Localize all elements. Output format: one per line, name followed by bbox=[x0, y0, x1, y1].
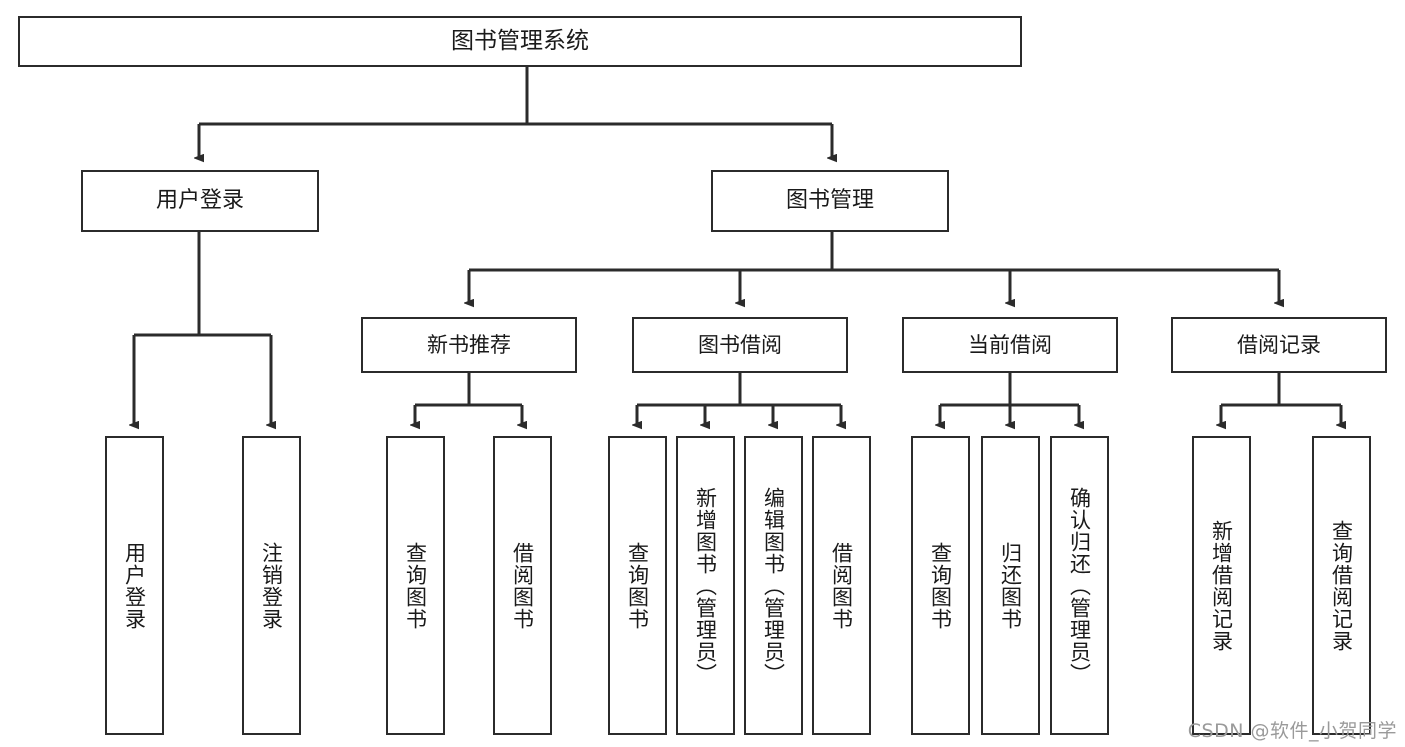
node-leaf-query-record[interactable]: 查询借阅记录 bbox=[1312, 436, 1371, 735]
node-user-login[interactable]: 用户登录 bbox=[81, 170, 319, 232]
node-leaf-user-login-label: 用户登录 bbox=[122, 541, 147, 630]
node-leaf-query-book-3[interactable]: 查询图书 bbox=[911, 436, 970, 735]
node-leaf-edit-book[interactable]: 编辑图书（管理员） bbox=[744, 436, 803, 735]
node-new-book-recommend[interactable]: 新书推荐 bbox=[361, 317, 577, 373]
node-leaf-add-book[interactable]: 新增图书（管理员） bbox=[676, 436, 735, 735]
node-user-login-label: 用户登录 bbox=[155, 188, 244, 214]
node-root-label: 图书管理系统 bbox=[451, 27, 589, 54]
node-leaf-return-book[interactable]: 归还图书 bbox=[981, 436, 1040, 735]
node-leaf-return-book-label: 归还图书 bbox=[998, 541, 1023, 630]
node-leaf-query-book-2-label: 查询图书 bbox=[625, 541, 650, 630]
node-new-book-recommend-label: 新书推荐 bbox=[427, 332, 511, 357]
node-leaf-add-book-label: 新增图书（管理员） bbox=[693, 486, 718, 685]
node-leaf-confirm-return[interactable]: 确认归还（管理员） bbox=[1050, 436, 1109, 735]
node-leaf-user-logout[interactable]: 注销登录 bbox=[242, 436, 301, 735]
node-leaf-add-record[interactable]: 新增借阅记录 bbox=[1192, 436, 1251, 735]
node-book-borrow[interactable]: 图书借阅 bbox=[632, 317, 848, 373]
node-borrow-record-label: 借阅记录 bbox=[1237, 332, 1321, 357]
node-leaf-borrow-book-1-label: 借阅图书 bbox=[510, 541, 535, 630]
node-book-manage-label: 图书管理 bbox=[785, 188, 874, 214]
node-leaf-query-book-1[interactable]: 查询图书 bbox=[386, 436, 445, 735]
node-leaf-query-book-1-label: 查询图书 bbox=[403, 541, 428, 630]
node-leaf-edit-book-label: 编辑图书（管理员） bbox=[761, 486, 786, 685]
node-leaf-query-book-2[interactable]: 查询图书 bbox=[608, 436, 667, 735]
node-current-borrow[interactable]: 当前借阅 bbox=[902, 317, 1118, 373]
node-book-borrow-label: 图书借阅 bbox=[698, 332, 782, 357]
node-leaf-borrow-book-2[interactable]: 借阅图书 bbox=[812, 436, 871, 735]
node-leaf-confirm-return-label: 确认归还（管理员） bbox=[1067, 486, 1092, 685]
node-leaf-query-record-label: 查询借阅记录 bbox=[1329, 519, 1354, 652]
node-leaf-borrow-book-2-label: 借阅图书 bbox=[829, 541, 854, 630]
node-root[interactable]: 图书管理系统 bbox=[18, 16, 1022, 67]
node-leaf-query-book-3-label: 查询图书 bbox=[928, 541, 953, 630]
node-leaf-user-logout-label: 注销登录 bbox=[259, 541, 284, 630]
node-leaf-borrow-book-1[interactable]: 借阅图书 bbox=[493, 436, 552, 735]
node-book-manage[interactable]: 图书管理 bbox=[711, 170, 949, 232]
node-leaf-user-login[interactable]: 用户登录 bbox=[105, 436, 164, 735]
node-current-borrow-label: 当前借阅 bbox=[968, 332, 1052, 357]
node-borrow-record[interactable]: 借阅记录 bbox=[1171, 317, 1387, 373]
node-leaf-add-record-label: 新增借阅记录 bbox=[1209, 519, 1234, 652]
